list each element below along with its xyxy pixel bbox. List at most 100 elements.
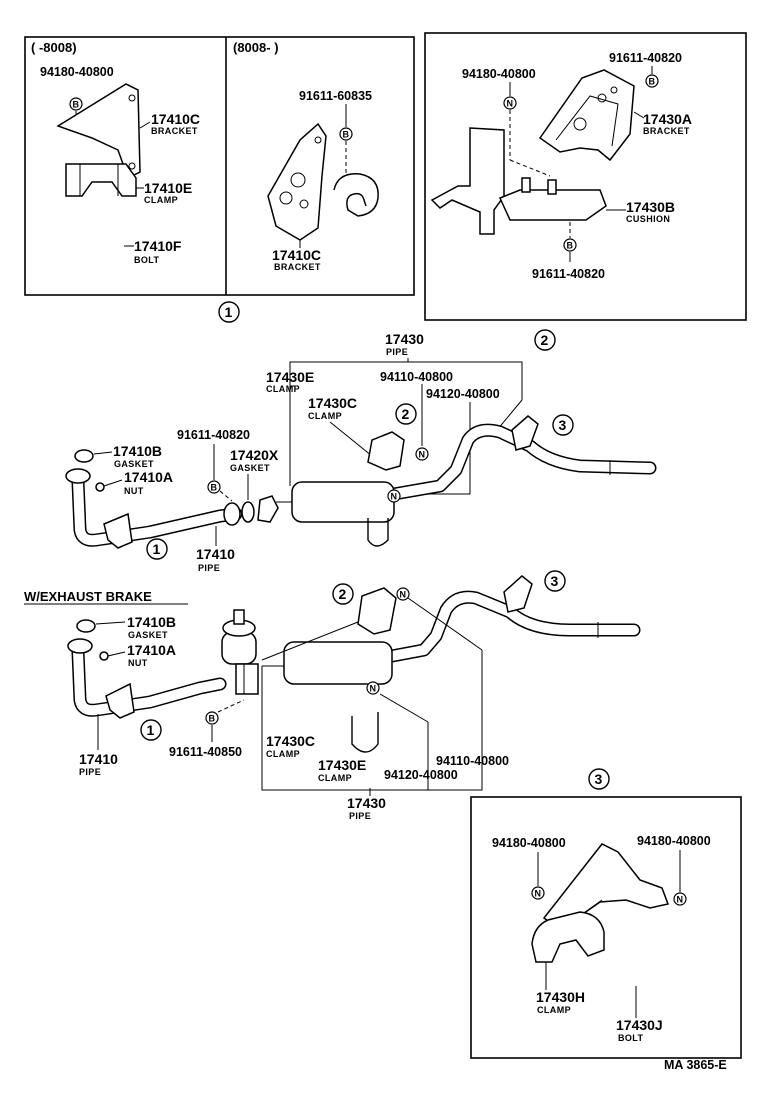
upper-gasket-b-caption: GASKET: [114, 459, 154, 469]
upper-nut2-pn: 94120-40800: [426, 387, 500, 401]
lower-pipe-assy-label: 17430: [347, 795, 386, 811]
upper-clamp-e-caption: CLAMP: [266, 384, 300, 394]
inset-3-bolt-label: 17430J: [616, 1017, 663, 1033]
upper-pipe-assy-label: 17430: [385, 331, 424, 347]
bracket-17410c-right: [267, 122, 327, 241]
callout-circle-3-label: 3: [551, 573, 559, 589]
gasket-17410b-upper: [74, 449, 94, 463]
cushion-17430b: [498, 189, 607, 221]
callout-circle-1: 1: [146, 538, 168, 560]
bolt-marker-b: B: [563, 238, 577, 252]
inset-1-right-bolt-pn: 91611-60835: [299, 89, 372, 103]
marker-b-label: B: [567, 241, 574, 251]
marker-n-label: N: [400, 590, 407, 600]
upper-gasket-b-label: 17410B: [113, 443, 162, 459]
callout-circle-3: 3: [544, 570, 566, 592]
inset-1-bolt-label: 17410F: [134, 238, 182, 254]
lower-front-pipe-caption: PIPE: [79, 767, 101, 777]
diagram-ref-code: MA 3865-E: [664, 1058, 727, 1072]
lower-nut-a-label: 17410A: [127, 642, 176, 658]
inset-1-clamp-caption: CLAMP: [144, 195, 178, 205]
lower-bolt-pn: 91611-40850: [169, 745, 242, 759]
upper-clamp-c-caption: CLAMP: [308, 411, 342, 421]
nut-marker-n: N: [396, 587, 410, 601]
inset-3-nut-left-pn: 94180-40800: [492, 836, 566, 850]
inset-3-nut-right-pn: 94180-40800: [637, 834, 711, 848]
inset-2-bracket-caption: BRACKET: [643, 126, 690, 136]
upper-front-pipe-label: 17410: [196, 546, 235, 562]
bracket-17430a: [538, 69, 635, 162]
inset-2-bracket-label: 17430A: [643, 111, 692, 127]
clamp-17430h: [531, 911, 605, 963]
bolt-marker-b: B: [69, 97, 83, 111]
callout-circle-3-label: 3: [595, 771, 603, 787]
marker-n-label: N: [507, 99, 514, 109]
inset-1-bracket-caption: BRACKET: [151, 126, 198, 136]
marker-b-label: B: [209, 714, 216, 724]
lower-gasket-b-label: 17410B: [127, 614, 176, 630]
lower-clamp-c-caption: CLAMP: [266, 749, 300, 759]
upper-clamp-c-label: 17430C: [308, 395, 357, 411]
upper-bolt-pn: 91611-40820: [177, 428, 250, 442]
inset-2-bolt-top-pn: 91611-40820: [609, 51, 682, 65]
bolt-marker-b: B: [205, 711, 219, 725]
callout-circle-1: 1: [218, 301, 240, 323]
marker-b-label: B: [649, 77, 656, 87]
upper-nut-a-label: 17410A: [124, 469, 173, 485]
callout-circle-3: 3: [552, 414, 574, 436]
inset-3-panel: 3 94180-40800 N 94180-40800 N 17430H CLA…: [470, 768, 742, 1059]
clamp-17430c-lower: [357, 587, 397, 635]
upper-gasket-x-caption: GASKET: [230, 463, 270, 473]
upper-front-pipe-caption: PIPE: [198, 563, 220, 573]
inset-3-clamp-label: 17430H: [536, 989, 585, 1005]
callout-circle-3-label: 3: [559, 417, 567, 433]
marker-n-label: N: [419, 450, 426, 460]
inset-2-nut-pn: 94180-40800: [462, 67, 536, 81]
inset-2-cushion-label: 17430B: [626, 199, 675, 215]
front-pipe-bracket-upper: [103, 512, 133, 549]
clamp-17430e-upper: [367, 518, 389, 547]
inset-1-bracket-label: 17410C: [151, 111, 200, 127]
inset-1-right-header: (8008- ): [233, 40, 279, 55]
marker-n-label: N: [370, 684, 377, 694]
front-pipe-bracket-lower: [105, 682, 135, 719]
clamp-17430e-lower: [351, 712, 379, 753]
callout-circle-3: 3: [588, 768, 610, 790]
bolt-marker-b: B: [207, 480, 221, 494]
lower-pipe-assy-caption: PIPE: [349, 811, 371, 821]
upper-gasket-x-label: 17420X: [230, 447, 279, 463]
inset-1-left-bolt-pn: 94180-40800: [40, 65, 114, 79]
callout-circle-2-label: 2: [402, 406, 410, 422]
lower-clamp-e-caption: CLAMP: [318, 773, 352, 783]
inset-3-bolt-caption: BOLT: [618, 1033, 644, 1043]
lower-nut2-pn: 94120-40800: [384, 768, 458, 782]
bolt-marker-b: B: [339, 127, 353, 141]
upper-assembly: 17430 PIPE 17430E CLAMP 94110-40800 1743…: [65, 331, 657, 573]
clamp-strap-right: [333, 173, 379, 217]
marker-n-label: N: [535, 889, 542, 899]
lower-nut-a-caption: NUT: [128, 658, 148, 668]
callout-circle-2: 2: [534, 329, 556, 351]
nut-marker-n: N: [673, 892, 687, 906]
upper-pipe-assy-caption: PIPE: [386, 347, 408, 357]
lower-assembly: W/EXHAUST BRAKE N N: [24, 570, 641, 821]
nut-marker-n: N: [387, 489, 401, 503]
clamp-17410e: [65, 163, 137, 197]
inset-3-clamp-caption: CLAMP: [537, 1005, 571, 1015]
lower-front-pipe-label: 17410: [79, 751, 118, 767]
nut-marker-n: N: [415, 447, 429, 461]
lower-nut1-pn: 94110-40800: [436, 754, 509, 768]
exhaust-brake-heading: W/EXHAUST BRAKE: [24, 589, 152, 604]
marker-b-label: B: [73, 100, 80, 110]
upper-nut1-pn: 94110-40800: [380, 370, 453, 384]
callout-circle-2-label: 2: [541, 332, 549, 348]
marker-n-label: N: [677, 895, 684, 905]
callout-circle-1-label: 1: [147, 722, 155, 738]
callout-circle-2: 2: [395, 403, 417, 425]
inset-1-right-bracket-label: 17410C: [272, 247, 321, 263]
nut-marker-n: N: [531, 886, 545, 900]
inset-1-clamp-label: 17410E: [144, 180, 192, 196]
exhaust-brake-valve: [221, 609, 259, 695]
callout-circle-1-label: 1: [153, 541, 161, 557]
